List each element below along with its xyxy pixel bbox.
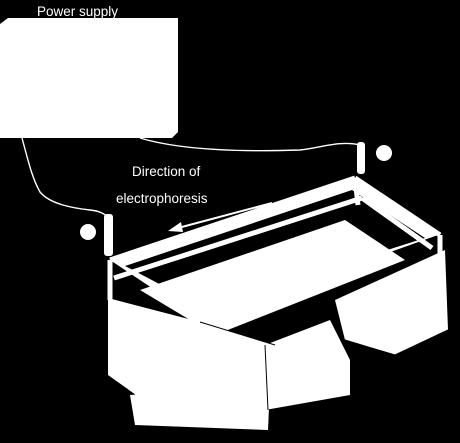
gel-tank [107, 175, 449, 430]
direction-arrow-shaft [177, 202, 273, 229]
edge-front-top [199, 321, 276, 346]
rim-inner-right [360, 195, 434, 251]
power-supply: Power supply [0, 4, 178, 138]
negative-terminal-marker [80, 224, 96, 240]
positive-lead-wire [139, 137, 361, 152]
negative-electrode-post [104, 214, 113, 256]
edge-step-vertical [264, 344, 269, 411]
direction-arrow-head [168, 222, 183, 232]
electrodes [80, 142, 392, 256]
negative-lead-wire [21, 137, 111, 221]
positive-terminal-marker [376, 145, 392, 161]
lead-wires [21, 137, 361, 221]
rim-back-left [109, 175, 356, 263]
tank-front-body [108, 298, 275, 410]
tank-base [130, 385, 270, 430]
power-supply-box [0, 18, 178, 138]
power-supply-label: Power supply [37, 4, 118, 19]
edge-right-bottom [344, 329, 449, 356]
direction-arrow [168, 202, 273, 232]
rim-inner-left [113, 195, 363, 281]
positive-electrode-post [357, 142, 365, 174]
gel-platform [140, 220, 405, 335]
direction-label-line1: Direction of [132, 164, 201, 179]
direction-label-line2: electrophoresis [116, 191, 208, 206]
positive-electrode [357, 142, 392, 174]
tank-rim [107, 175, 443, 300]
rim-back-right [353, 175, 442, 238]
negative-electrode [80, 214, 113, 256]
tank-edges [199, 321, 449, 411]
direction-label: Direction of electrophoresis [116, 164, 208, 206]
tank-right-chamber [335, 250, 448, 355]
post-back [352, 177, 361, 206]
tank-lower-step [265, 320, 350, 410]
